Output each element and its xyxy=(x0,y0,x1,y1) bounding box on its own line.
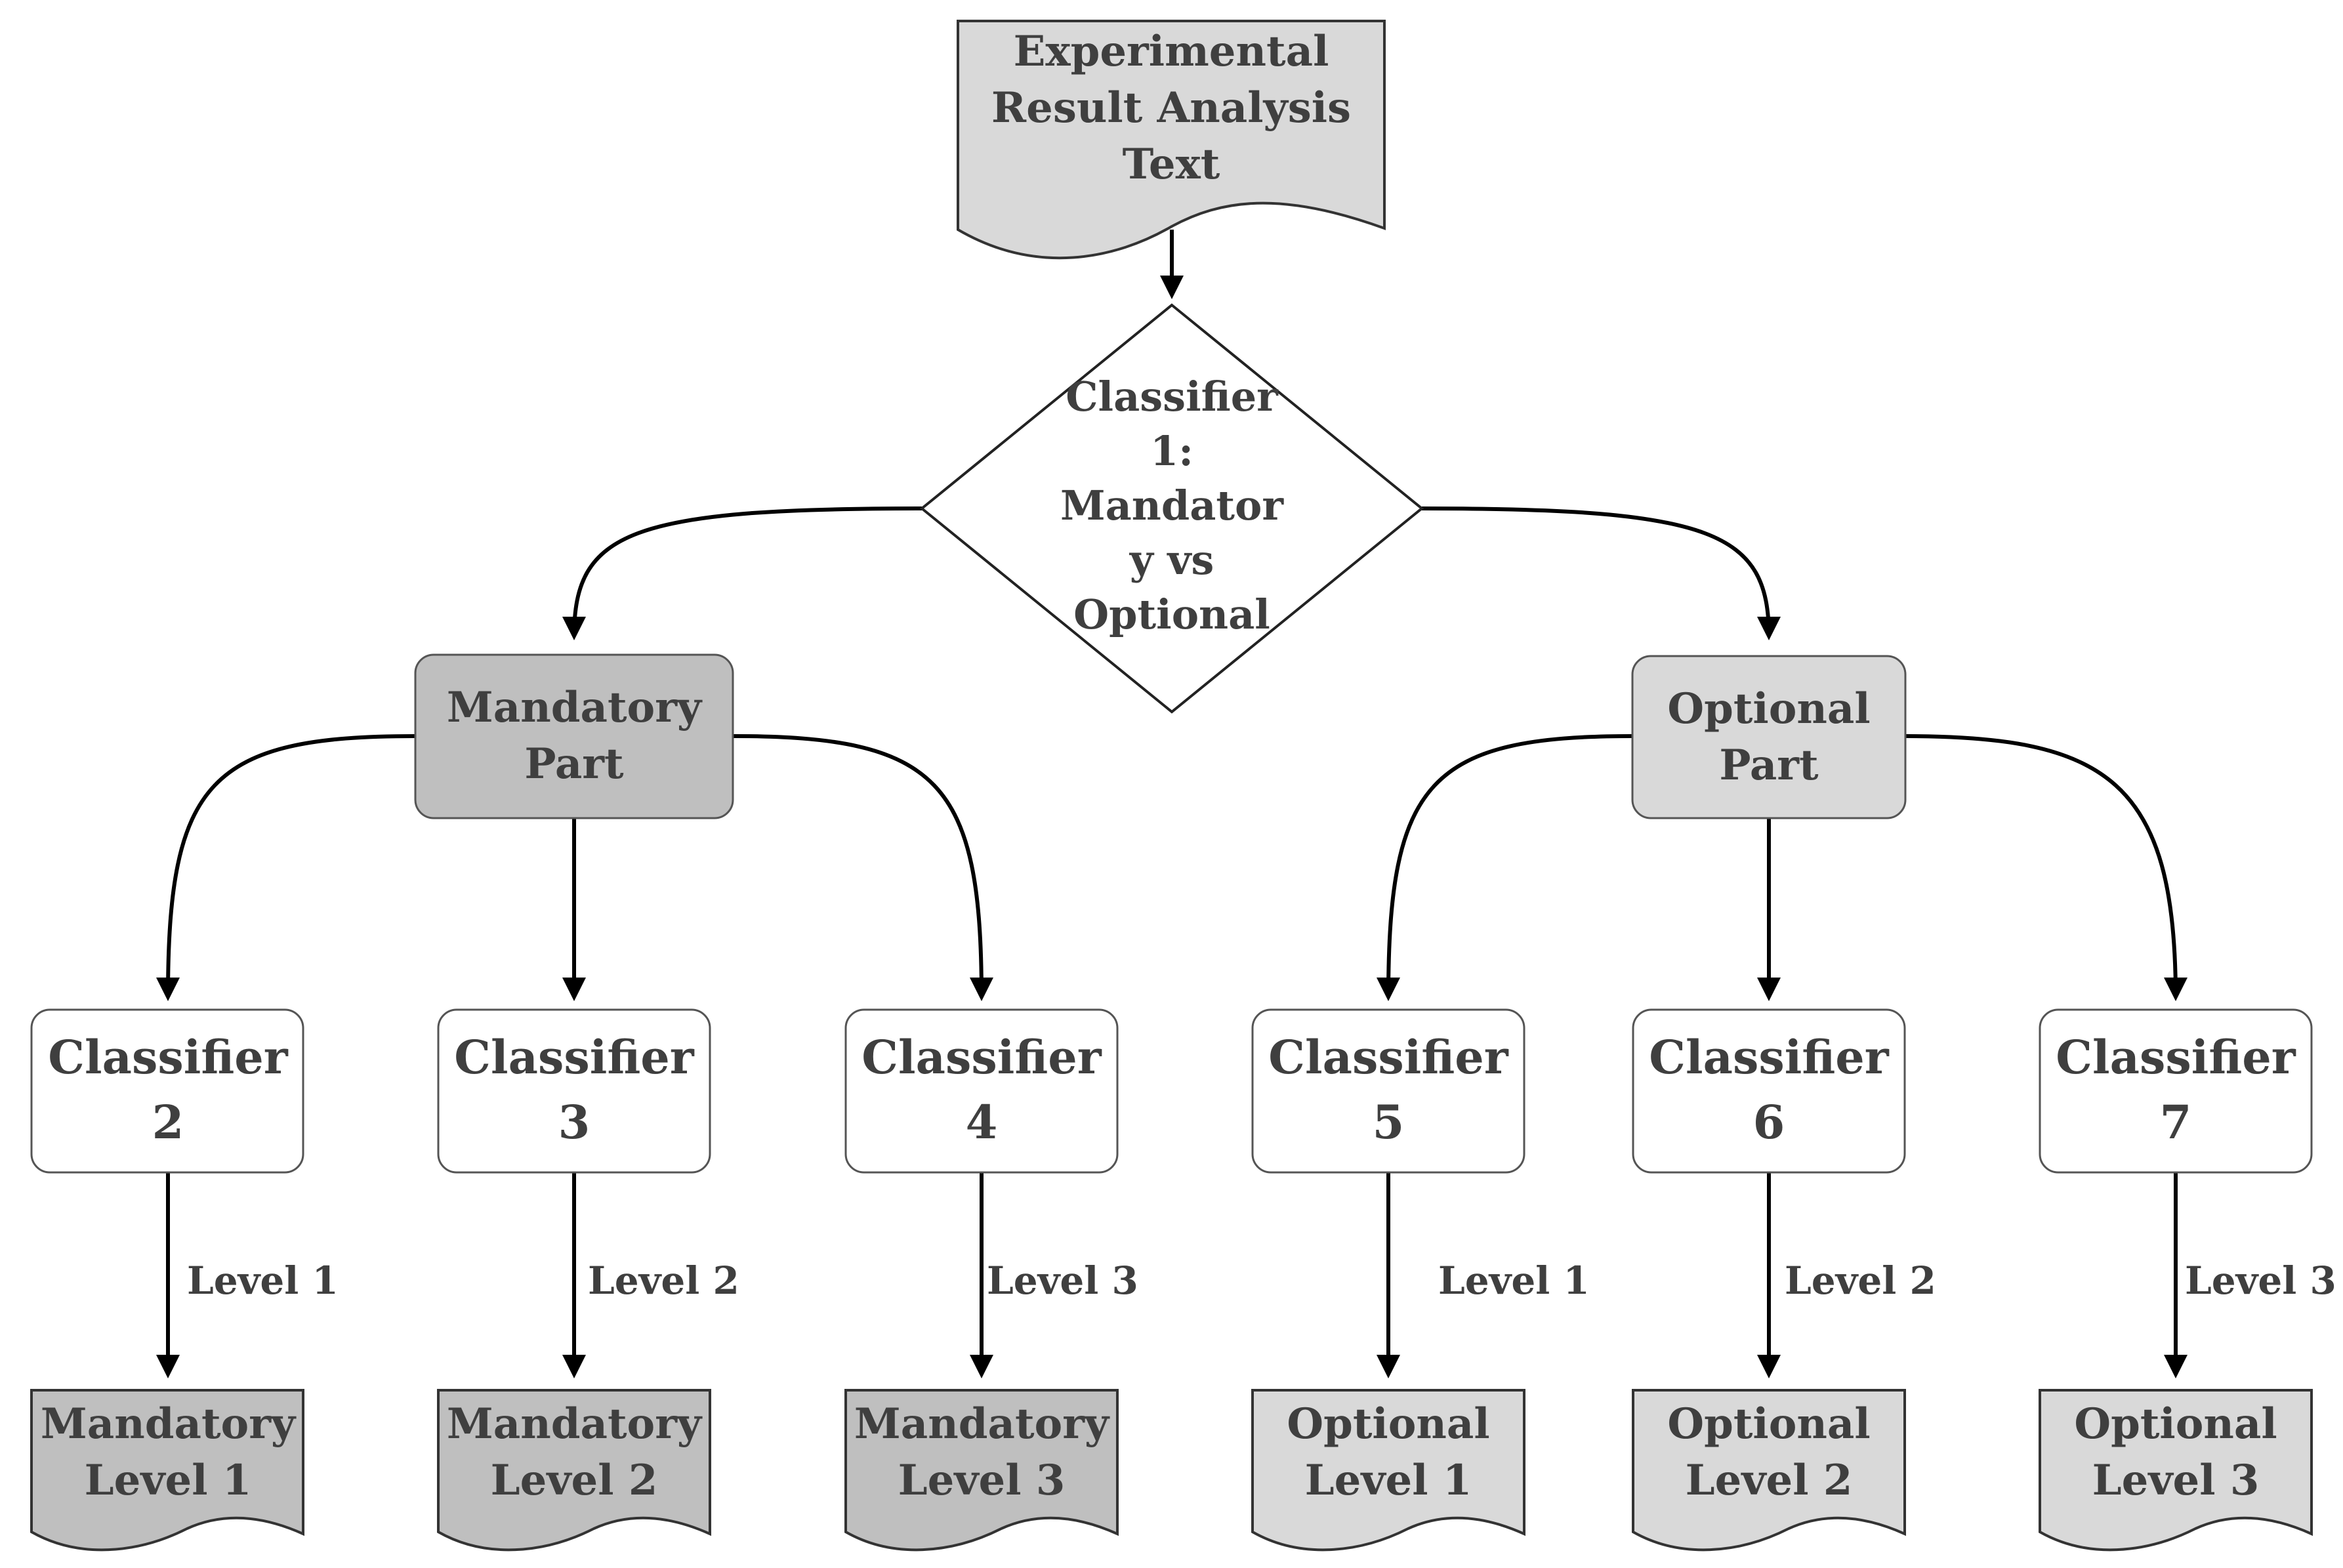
classifier-label: Classifier xyxy=(861,1030,1102,1084)
output-optional-level-1: Optional Level 1 xyxy=(1251,1389,1525,1552)
output-line-1: Mandatory xyxy=(41,1399,297,1449)
classifier-label: Classifier xyxy=(2056,1030,2296,1084)
source-document-line-1: Experimental xyxy=(1014,27,1329,76)
classifier-number: 4 xyxy=(966,1095,998,1149)
output-document-shape xyxy=(1251,1389,1525,1552)
edge-label-level: Level 2 xyxy=(588,1258,739,1303)
classifier-number: 7 xyxy=(2160,1095,2192,1149)
output-line-2: Level 2 xyxy=(1686,1456,1853,1505)
classifier-label: Classifier xyxy=(1649,1030,1890,1084)
classifier-number: 5 xyxy=(1373,1095,1405,1149)
output-optional-level-2: Optional Level 2 xyxy=(1632,1389,1906,1552)
classifier-1-line-5: Optional xyxy=(1073,590,1270,638)
classifier-1-decision: Classifier 1: Mandator y vs Optional xyxy=(919,303,1424,714)
source-document-line-3: Text xyxy=(1123,140,1220,189)
classifier-1-line-2: 1: xyxy=(1150,427,1193,475)
classifier-label: Classifier xyxy=(454,1030,695,1084)
classifier-6-node: Classifier 6 xyxy=(1632,1008,1906,1174)
arrow-mandatory-part-to-classifier-2 xyxy=(156,734,416,1001)
output-line-1: Mandatory xyxy=(854,1399,1110,1449)
edge-label-level: Level 3 xyxy=(987,1258,1138,1303)
optional-part-node: Optional Part xyxy=(1631,655,1907,819)
output-line-1: Optional xyxy=(1287,1399,1489,1449)
output-document-shape xyxy=(2039,1389,2313,1552)
output-optional-level-3: Optional Level 3 xyxy=(2039,1389,2313,1552)
classifier-box xyxy=(2039,1008,2313,1174)
edge-label-level: Level 3 xyxy=(2185,1258,2336,1303)
optional-part-line-1: Optional xyxy=(1667,684,1870,733)
classifier-3-node: Classifier 3 xyxy=(437,1008,711,1174)
output-document-shape xyxy=(30,1389,304,1552)
classifier-label: Classifier xyxy=(1268,1030,1509,1084)
source-document-line-2: Result Analysis xyxy=(991,83,1351,133)
mandatory-part-line-2: Part xyxy=(524,739,624,789)
edge-label-level: Level 1 xyxy=(187,1258,339,1303)
decision-diamond xyxy=(919,303,1424,714)
output-mandatory-level-2: Mandatory Level 2 xyxy=(437,1389,711,1552)
source-document-shape xyxy=(957,20,1386,260)
classifier-7-node: Classifier 7 xyxy=(2039,1008,2313,1174)
arrow-mandatory-part-to-classifier-4 xyxy=(732,734,993,1001)
classifier-box xyxy=(844,1008,1119,1174)
classifier-number: 2 xyxy=(152,1095,184,1149)
output-line-2: Level 3 xyxy=(2092,1456,2260,1505)
connectors xyxy=(156,230,2187,1378)
output-line-2: Level 1 xyxy=(85,1456,252,1505)
classifier-box xyxy=(1251,1008,1525,1174)
edge-labels: Level 1 Level 2 Level 3 Level 1 Level 2 … xyxy=(187,1258,2336,1303)
arrow-optional-part-to-classifier-7 xyxy=(1905,734,2187,1001)
arrow-classifier-1-to-optional-part xyxy=(1421,506,1781,640)
output-line-1: Optional xyxy=(1667,1399,1870,1449)
mandatory-part-node: Mandatory Part xyxy=(414,653,734,819)
classifier-box xyxy=(1632,1008,1906,1174)
edge-label-level: Level 1 xyxy=(1438,1258,1590,1303)
output-mandatory-level-3: Mandatory Level 3 xyxy=(844,1389,1119,1552)
edge-label-level: Level 2 xyxy=(1785,1258,1936,1303)
classifier-4-node: Classifier 4 xyxy=(844,1008,1119,1174)
classifier-number: 3 xyxy=(558,1095,591,1149)
output-mandatory-level-1: Mandatory Level 1 xyxy=(30,1389,304,1552)
output-document-shape xyxy=(437,1389,711,1552)
output-line-1: Mandatory xyxy=(447,1399,703,1449)
classifier-1-line-3: Mandator xyxy=(1060,482,1284,529)
optional-part-line-2: Part xyxy=(1719,741,1819,790)
classifier-5-node: Classifier 5 xyxy=(1251,1008,1525,1174)
arrow-optional-part-to-classifier-5 xyxy=(1377,734,1633,1001)
classifier-box xyxy=(30,1008,304,1174)
output-line-1: Optional xyxy=(2074,1399,2277,1449)
output-line-2: Level 3 xyxy=(898,1456,1066,1505)
output-document-shape xyxy=(1632,1389,1906,1552)
classifier-2-node: Classifier 2 xyxy=(30,1008,304,1174)
output-line-2: Level 1 xyxy=(1305,1456,1472,1505)
mandatory-part-box xyxy=(414,653,734,819)
classifier-1-line-4: y vs xyxy=(1129,536,1214,584)
arrow-classifier-1-to-mandatory-part xyxy=(562,506,923,640)
source-document-node: Experimental Result Analysis Text xyxy=(957,20,1386,260)
output-document-shape xyxy=(844,1389,1119,1552)
classifier-1-line-1: Classifier xyxy=(1066,373,1279,421)
optional-part-box xyxy=(1631,655,1907,819)
mandatory-part-line-1: Mandatory xyxy=(447,683,703,732)
classifier-box xyxy=(437,1008,711,1174)
classifier-number: 6 xyxy=(1753,1095,1785,1149)
output-line-2: Level 2 xyxy=(491,1456,658,1505)
classifier-label: Classifier xyxy=(48,1030,289,1084)
